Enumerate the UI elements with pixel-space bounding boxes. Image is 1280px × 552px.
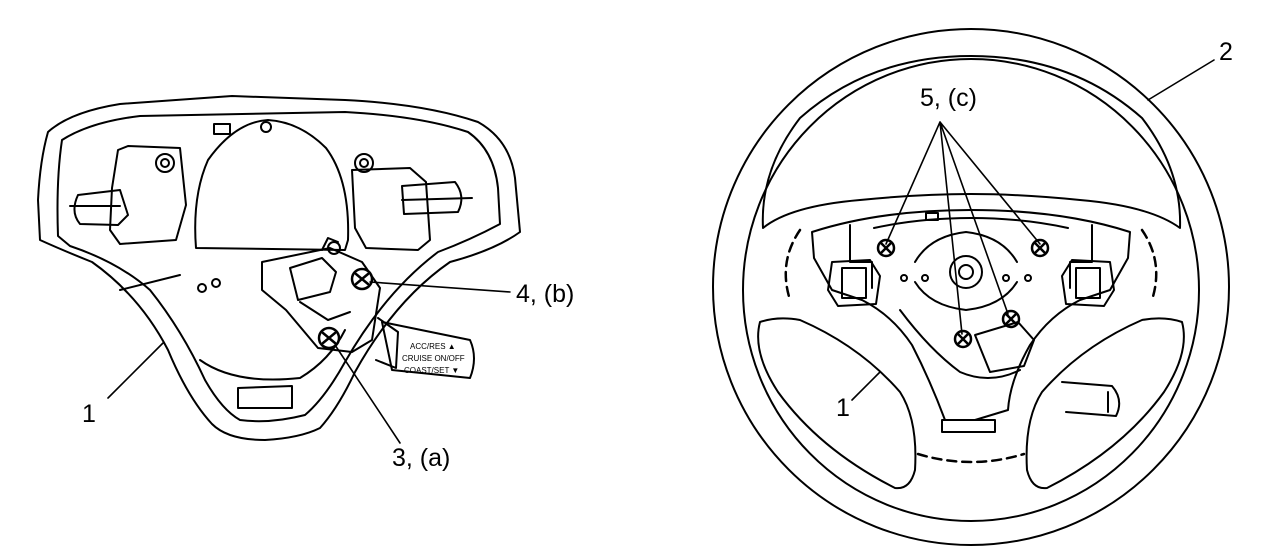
right-mount-bracket xyxy=(351,167,431,251)
callout-4b: 4, (b) xyxy=(516,280,575,308)
fastener-4-screw xyxy=(350,267,374,291)
callout-1-right: 1 xyxy=(836,394,850,422)
cruise-switch-bracket xyxy=(261,247,381,353)
spoke-seam-bottom xyxy=(916,452,1026,464)
top-tab xyxy=(213,123,231,135)
callout-5c: 5, (c) xyxy=(920,84,977,112)
leader-line-4 xyxy=(369,281,511,293)
wheel-rim-inner xyxy=(742,58,1200,522)
airbag-module-rear-view: ACC/RES ▲ CRUISE ON/OFF COAST/SET ▼ xyxy=(37,95,521,444)
callout-2: 2 xyxy=(1219,38,1233,66)
switch-label-acc-res: ACC/RES ▲ xyxy=(410,342,456,351)
fastener-5-upper-left xyxy=(876,238,896,258)
switch-label-cruise-on-off: CRUISE ON/OFF xyxy=(402,354,465,363)
fastener-3-screw xyxy=(317,326,341,350)
wheel-lower-left-opening xyxy=(757,317,917,490)
right-mount-hole xyxy=(354,153,374,173)
switch-label-coast-set: COAST/SET ▼ xyxy=(404,366,459,375)
cruise-switch-body xyxy=(381,321,475,379)
bottom-tab xyxy=(237,385,293,409)
leader-lines-5 xyxy=(885,121,1041,335)
steering-wheel-front-view xyxy=(712,28,1230,546)
left-mount-hole xyxy=(155,153,175,173)
lower-bracket xyxy=(974,321,1035,373)
wheel-lower-right-opening xyxy=(1025,317,1185,490)
fastener-5-upper-right xyxy=(1030,238,1050,258)
fastener-5-lower-right xyxy=(1001,309,1021,329)
module-housing-outline xyxy=(37,95,521,441)
cruise-lever xyxy=(1061,381,1121,417)
leader-line-3 xyxy=(334,344,401,444)
left-switch-pad xyxy=(827,259,881,307)
wheel-hub-outline xyxy=(811,209,1131,421)
left-mount-bracket xyxy=(109,145,187,245)
leader-line-1-right xyxy=(851,371,881,401)
wheel-upper-opening xyxy=(761,55,1182,229)
right-switch-pad xyxy=(1061,259,1115,307)
wheel-center-boss xyxy=(949,255,983,289)
wheel-rim-outer xyxy=(712,28,1230,546)
callout-3a: 3, (a) xyxy=(392,444,451,472)
module-inner-rim xyxy=(56,111,501,423)
module-center-opening xyxy=(194,119,350,251)
callout-1-left: 1 xyxy=(82,400,96,428)
spoke-seam-left xyxy=(784,228,802,302)
fastener-5-lower-center xyxy=(953,329,973,349)
spoke-seam-right xyxy=(1140,228,1158,302)
left-connector xyxy=(73,189,129,226)
leader-line-2 xyxy=(1147,59,1215,101)
leader-line-1-left xyxy=(107,342,164,399)
